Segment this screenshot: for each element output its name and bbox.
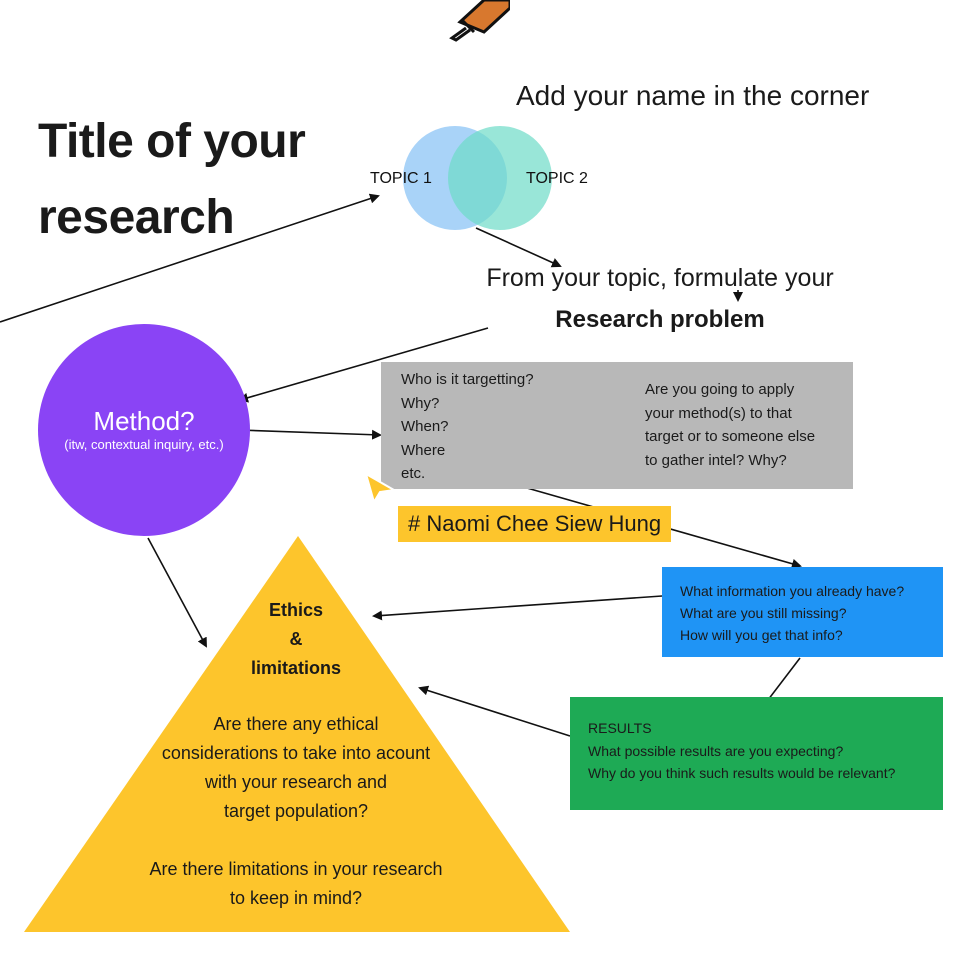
target-apply-line: target or to someone else bbox=[645, 428, 816, 445]
info-sticky-box[interactable] bbox=[662, 567, 943, 657]
ethics-question-line: Are there any ethical bbox=[213, 714, 379, 734]
results-line: Why do you think such results would be r… bbox=[588, 765, 896, 781]
info-text: What information you already have? What … bbox=[680, 580, 904, 646]
target-question-line: Where bbox=[401, 441, 446, 459]
target-question-line: When? bbox=[401, 418, 449, 435]
target-apply-text: Are you going to apply your method(s) to… bbox=[645, 378, 845, 472]
ethics-title-line: Ethics bbox=[268, 600, 324, 620]
ethics-title: Ethics & limitations bbox=[196, 596, 396, 683]
target-sticky-box[interactable] bbox=[381, 362, 853, 489]
target-apply-line: your method(s) to that bbox=[645, 404, 792, 422]
ethics-title-line: limitations bbox=[250, 658, 341, 678]
ethics-question-considerations: Are there any ethical considerations to … bbox=[136, 710, 456, 826]
results-line: What possible results are you expecting? bbox=[588, 742, 844, 759]
target-questions: Who is it targetting? Why? When? Where e… bbox=[401, 368, 534, 486]
research-problem-heading[interactable]: Research problem bbox=[555, 306, 765, 333]
problem-intro-text[interactable]: From your topic, formulate your bbox=[486, 264, 834, 292]
target-apply-line: to gather intel? Why? bbox=[645, 451, 787, 469]
collaborator-name-tag: # Naomi Chee Siew Hung bbox=[398, 506, 672, 542]
ethics-title-line: & bbox=[289, 629, 303, 649]
cursor-arrow-icon bbox=[365, 473, 395, 503]
topic-2-label[interactable]: TOPIC 2 bbox=[526, 170, 588, 187]
ethics-question-line: to keep in mind? bbox=[229, 888, 363, 908]
results-heading: RESULTS bbox=[588, 720, 652, 736]
ethics-question-line: target population? bbox=[223, 801, 369, 821]
results-sticky-box[interactable] bbox=[570, 697, 943, 810]
pushpin-icon bbox=[449, 0, 510, 42]
ethics-question-line: with your research and bbox=[204, 772, 388, 792]
ethics-question-line: considerations to take into acount bbox=[161, 743, 431, 763]
target-question-line: Who is it targetting? bbox=[401, 371, 534, 388]
info-line: What are you still missing? bbox=[680, 605, 847, 621]
target-apply-line: Are you going to apply bbox=[645, 381, 795, 398]
info-line: What information you already have? bbox=[680, 583, 905, 599]
method-title: Method? bbox=[93, 406, 195, 436]
info-line: How will you get that info? bbox=[680, 627, 843, 643]
target-question-line: etc. bbox=[401, 465, 426, 482]
target-question-line: Why? bbox=[401, 394, 440, 412]
venn-circle-topic-2[interactable] bbox=[448, 126, 552, 230]
results-text: RESULTS What possible results are you ex… bbox=[588, 717, 895, 785]
ethics-question-limitations: Are there limitations in your research t… bbox=[116, 855, 476, 913]
method-circle[interactable]: Method? (itw, contextual inquiry, etc.) bbox=[38, 324, 250, 536]
name-hint-text[interactable]: Add your name in the corner bbox=[516, 80, 870, 111]
method-subtitle: (itw, contextual inquiry, etc.) bbox=[64, 437, 224, 452]
ethics-question-line: Are there limitations in your research bbox=[149, 859, 443, 879]
board-title[interactable]: Title of your research bbox=[38, 115, 306, 244]
topic-1-label[interactable]: TOPIC 1 bbox=[370, 170, 432, 187]
